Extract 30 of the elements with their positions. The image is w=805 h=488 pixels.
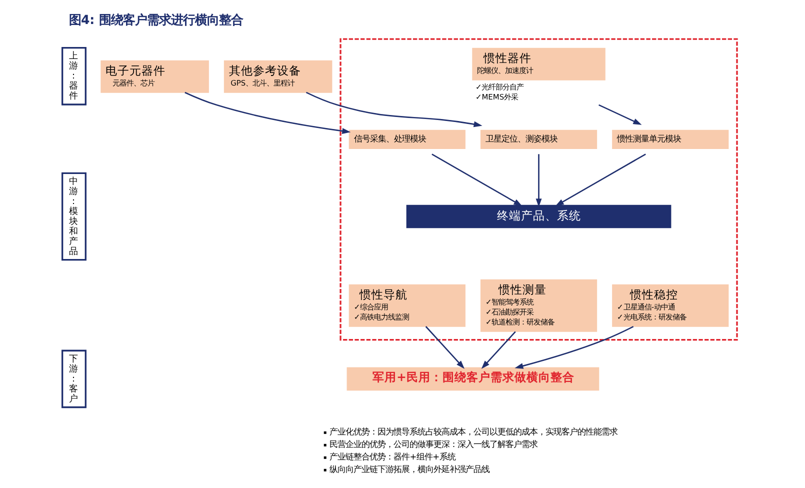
arrow <box>598 104 642 125</box>
label: 民营企业的优势，公司的做事更深：深入一线了解客户需求 <box>329 439 538 450</box>
node-label: ✓MEMS外采 <box>474 92 518 102</box>
arrow <box>431 154 522 206</box>
arrow <box>514 326 634 369</box>
node-box: 下游：客户 <box>61 350 86 408</box>
arrow <box>184 92 350 134</box>
node-box: 惯性导航 ✓综合应用 ✓高铁电力线监测 <box>348 284 465 327</box>
diagram-title: 图4: 围绕客户需求进行横向整合 <box>68 12 243 28</box>
arrow <box>424 326 464 369</box>
arrow <box>535 154 542 208</box>
label: 产业化优势：因为惯导系统占较高成本，公司以更低的成本，实现客户的性能需求 <box>329 426 618 437</box>
arrow <box>305 92 482 128</box>
node-box: 上游：器件 <box>61 47 86 106</box>
arrow <box>554 154 646 206</box>
node-box: 信号采集、处理模块 <box>348 130 465 150</box>
node-box: 惯性稳控 ✓卫星通信-动中通 ✓光电系统：研发储备 <box>612 284 728 327</box>
node-box: 军用+民用：围绕客户需求做横向整合 <box>346 367 599 391</box>
node-box: 惯性器件 陀螺仪、加速度计 <box>472 48 605 80</box>
node-box: 电子元器件 元器件、芯片 <box>100 60 208 93</box>
node-box: 惯性测量单元模块 <box>612 130 728 150</box>
node-box: 中游：模块和产品 <box>61 172 86 261</box>
node-box: 卫星定位、测姿模块 <box>480 130 597 150</box>
node-box: 其他参考设备 GPS、北斗、里程计 <box>223 60 332 93</box>
node-box: 惯性测量 ✓智能驾考系统 ✓石油勘探开采 ✓轨道检测：研发储备 <box>480 279 597 332</box>
label: 纵向向产业链下游拓展，横向外延补强产品线 <box>329 464 490 474</box>
node-box: 终端产品、系统 <box>406 204 671 228</box>
arrow <box>480 331 516 369</box>
node-label: ✓光纤部分自产 <box>474 82 524 92</box>
label: 产业链整合优势：器件+组件+系统 <box>329 452 456 462</box>
